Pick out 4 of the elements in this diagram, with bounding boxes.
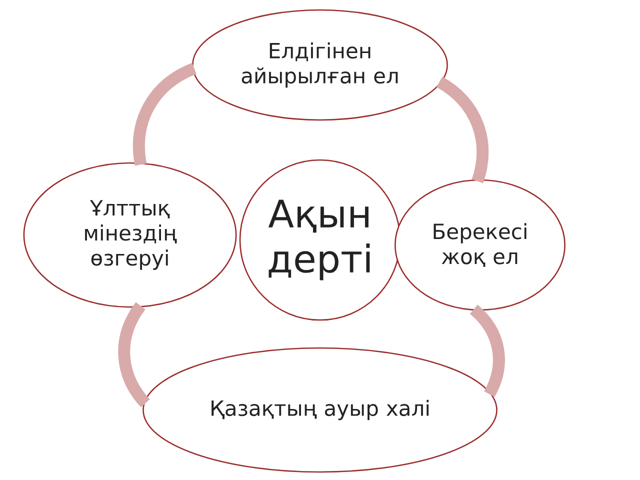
ring-arc [118,302,150,408]
ring-arc [470,304,505,397]
ring-arc [133,62,197,166]
ring-arc [436,76,489,183]
